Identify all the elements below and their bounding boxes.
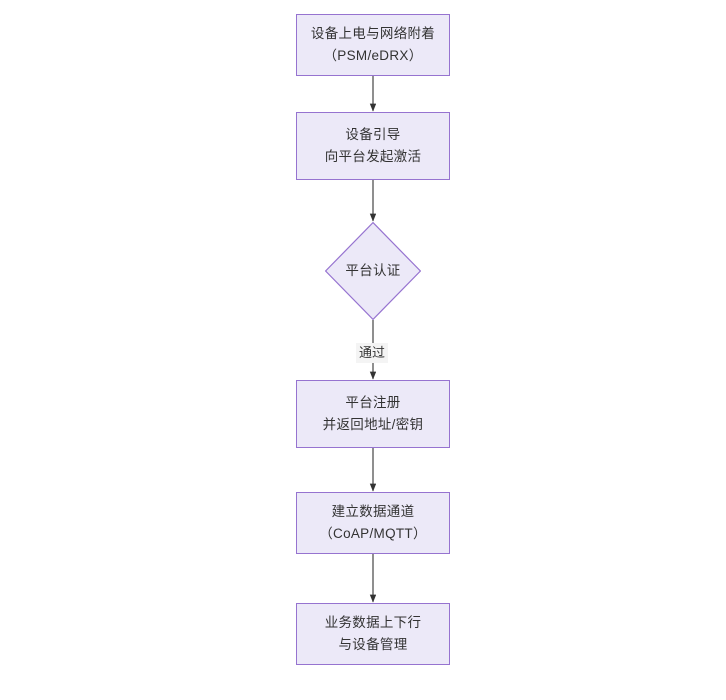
node-platform-register[interactable]: 平台注册 并返回地址/密钥: [296, 380, 450, 448]
node-business-data-line-2: 与设备管理: [338, 637, 408, 652]
node-platform-register-line-2: 并返回地址/密钥: [322, 417, 424, 432]
node-platform-register-line-1: 平台注册: [345, 395, 401, 410]
node-bootstrap-line-1: 设备引导: [345, 127, 401, 142]
node-platform-auth[interactable]: 平台认证: [325, 222, 421, 320]
node-platform-auth-label: 平台认证: [345, 263, 401, 278]
node-power-on[interactable]: 设备上电与网络附着 （PSM/eDRX）: [296, 14, 450, 76]
node-data-channel-line-2: （CoAP/MQTT）: [319, 526, 427, 541]
node-business-data-line-1: 业务数据上下行: [324, 615, 422, 630]
node-bootstrap-line-2: 向平台发起激活: [324, 149, 422, 164]
node-data-channel[interactable]: 建立数据通道 （CoAP/MQTT）: [296, 492, 450, 554]
node-business-data[interactable]: 业务数据上下行 与设备管理: [296, 603, 450, 665]
node-power-on-line-2: （PSM/eDRX）: [323, 48, 423, 63]
diamond-shape: [325, 222, 421, 320]
node-data-channel-line-1: 建立数据通道: [331, 504, 415, 519]
node-bootstrap[interactable]: 设备引导 向平台发起激活: [296, 112, 450, 180]
node-power-on-line-1: 设备上电与网络附着: [310, 26, 436, 41]
edge-label-pass: 通过: [356, 343, 389, 363]
